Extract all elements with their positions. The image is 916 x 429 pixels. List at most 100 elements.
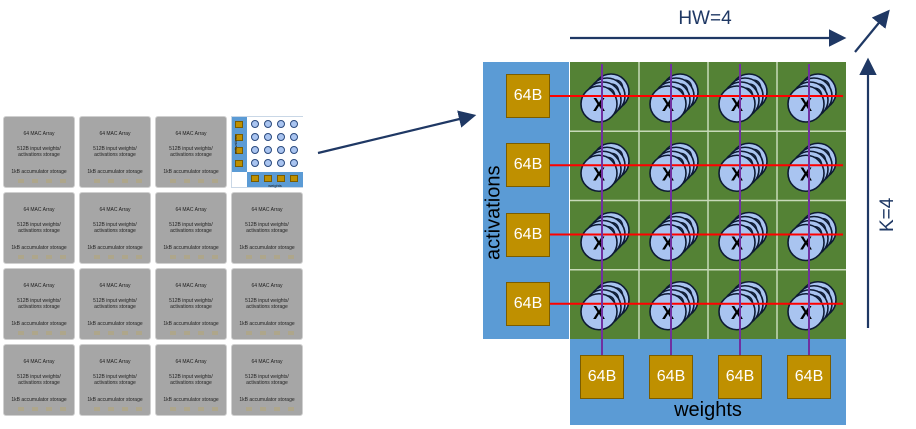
mini-activations-panel [232, 117, 247, 172]
tile-mac-label: 64 MAC Array [251, 283, 283, 289]
tile-accumulator-label: 1kB accumulator storage [87, 321, 143, 327]
mini-mac-unit [264, 159, 272, 167]
tile-mac-label: 64 MAC Array [175, 359, 207, 365]
weight-buffer: 64B [787, 355, 831, 399]
weight-buffer: 64B [580, 355, 624, 399]
pe-grid [570, 62, 846, 339]
tile-mac-label: 64 MAC Array [175, 207, 207, 213]
tile-ghost-mark [46, 255, 52, 259]
tile-accumulator-label: 1kB accumulator storage [163, 397, 219, 403]
tile-ghost-mark [122, 255, 128, 259]
tile-input-storage-label: 512B input weights/ activations storage [17, 374, 61, 386]
tile-ghost-mark [212, 331, 218, 335]
tile-input-storage-label: 512B input weights/ activations storage [169, 222, 213, 234]
tile-ghost-mark [94, 331, 100, 335]
weight-buffer: 64B [718, 355, 762, 399]
tile-ghost-mark [94, 179, 100, 183]
mini-mac-unit [290, 159, 298, 167]
tile-ghost-mark [198, 179, 204, 183]
tile-ghost-mark [122, 331, 128, 335]
tile-ghost-mark [198, 407, 204, 411]
tile-mac-label: 64 MAC Array [23, 283, 55, 289]
tile-ghost-mark [246, 255, 252, 259]
weight-buffer: 64B [649, 355, 693, 399]
tile-accumulator-label: 1kB accumulator storage [87, 397, 143, 403]
activation-buffer: 64B [506, 281, 550, 326]
tile-input-storage-label: 512B input weights/ activations storage [169, 298, 213, 310]
tile-ghost-mark [60, 407, 66, 411]
depth-arrow [854, 9, 890, 53]
tile-ghost-mark [170, 407, 176, 411]
mini-mac-unit [277, 133, 285, 141]
tile-accumulator-label: 1kB accumulator storage [11, 245, 67, 251]
tile-accumulator-label: 1kB accumulator storage [163, 169, 219, 175]
tile-ghost-mark [18, 179, 24, 183]
mini-activation-buffer [235, 134, 243, 141]
tile-mac-label: 64 MAC Array [99, 131, 131, 137]
mini-activation-buffer [235, 121, 243, 128]
tile-accumulator-label: 1kB accumulator storage [239, 245, 295, 251]
mini-mac-unit [290, 133, 298, 141]
tile-ghost-mark [288, 407, 294, 411]
tile-ghost-mark [94, 255, 100, 259]
mini-activation-buffer [235, 160, 243, 167]
tile-ghost-mark [184, 407, 190, 411]
tile-ghost-mark [60, 255, 66, 259]
mini-mac-unit [264, 146, 272, 154]
mini-mac-unit [277, 120, 285, 128]
tile-input-storage-label: 512B input weights/ activations storage [169, 374, 213, 386]
tile-input-storage-label: 512B input weights/ activations storage [17, 146, 61, 158]
tile-mac-label: 64 MAC Array [99, 283, 131, 289]
tile-mac-label: 64 MAC Array [99, 359, 131, 365]
tile-ghost-mark [260, 331, 266, 335]
tile-ghost-mark [122, 407, 128, 411]
tile-ghost-mark [274, 407, 280, 411]
tile-accumulator-label: 1kB accumulator storage [163, 245, 219, 251]
tile-ghost-mark [260, 255, 266, 259]
tile-mac-label: 64 MAC Array [251, 359, 283, 365]
mini-mac-unit [277, 159, 285, 167]
tile-accumulator-label: 1kB accumulator storage [11, 321, 67, 327]
tile-ghost-mark [122, 179, 128, 183]
tile-accumulator-label: 1kB accumulator storage [11, 397, 67, 403]
mini-weights-panel [247, 172, 303, 187]
mini-weights-label: weights [268, 183, 282, 188]
tile-ghost-mark [212, 407, 218, 411]
tile-accumulator-label: 1kB accumulator storage [11, 169, 67, 175]
mini-activation-buffer [235, 147, 243, 154]
tile-accumulator-label: 1kB accumulator storage [163, 321, 219, 327]
tile-accumulator-label: 1kB accumulator storage [87, 245, 143, 251]
tile-ghost-mark [108, 407, 114, 411]
tile-ghost-mark [170, 255, 176, 259]
tile-ghost-mark [260, 407, 266, 411]
tile-ghost-mark [274, 255, 280, 259]
mini-weight-buffer [251, 175, 259, 182]
mac-tile: 64 MAC Array 512B input weights/ activati… [155, 344, 227, 416]
tile-input-storage-label: 512B input weights/ activations storage [17, 222, 61, 234]
tile-input-storage-label: 512B input weights/ activations storage [93, 222, 137, 234]
tile-mac-label: 64 MAC Array [99, 207, 131, 213]
tile-ghost-mark [136, 407, 142, 411]
mac-tile: 64 MAC Array 512B input weights/ activati… [155, 192, 227, 264]
tile-accumulator-label: 1kB accumulator storage [87, 169, 143, 175]
mini-mac-unit [251, 133, 259, 141]
tile-ghost-mark [288, 255, 294, 259]
tile-input-storage-label: 512B input weights/ activations storage [169, 146, 213, 158]
activation-buffer: 64B [506, 74, 550, 118]
tile-ghost-mark [198, 331, 204, 335]
tile-ghost-mark [94, 407, 100, 411]
tile-ghost-mark [108, 179, 114, 183]
tile-input-storage-label: 512B input weights/ activations storage [245, 222, 289, 234]
tile-ghost-mark [46, 331, 52, 335]
tile-ghost-mark [108, 255, 114, 259]
hw-dimension-label: HW=4 [678, 8, 732, 29]
